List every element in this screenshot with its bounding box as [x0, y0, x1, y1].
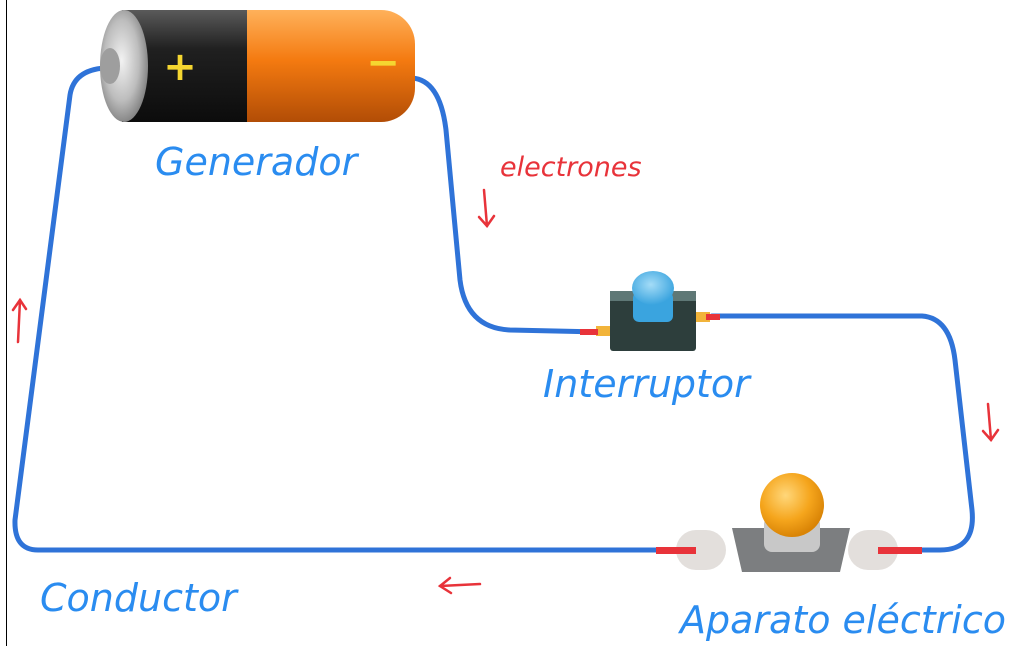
wire-conductor-return [12, 65, 663, 553]
generator-label: Generador [155, 140, 358, 184]
electron-arrow-left [437, 576, 482, 595]
battery: + − [100, 10, 415, 122]
battery-terminal [100, 48, 120, 84]
battery-plus-sign: + [163, 44, 197, 90]
lamp-bulb [760, 473, 824, 537]
switch-contact-right [696, 312, 710, 322]
battery-cap [100, 10, 148, 122]
switch [580, 271, 720, 351]
lamp-pin-left [656, 547, 696, 554]
switch-contact-left [596, 326, 612, 336]
wire-switch-to-device [709, 313, 975, 553]
battery-minus-sign: − [366, 40, 400, 86]
switch-pin-left [580, 329, 598, 335]
device-label: Aparato eléctrico [680, 598, 1006, 642]
electron-arrow-down-1 [477, 188, 496, 229]
electron-arrow-up [11, 297, 28, 344]
conductor-label: Conductor [40, 576, 237, 620]
battery-negative-body [205, 10, 415, 122]
electron-arrow-down-2 [981, 402, 1000, 443]
switch-pin-right [706, 314, 720, 320]
lamp-socket-left [676, 530, 726, 570]
switch-label: Interruptor [543, 362, 750, 406]
lamp-socket-right [848, 530, 898, 570]
switch-button [632, 271, 674, 305]
frame-edge [6, 0, 7, 646]
wire-generator-to-switch [409, 75, 603, 335]
lamp-device [656, 473, 922, 572]
electrons-label: electrones [500, 152, 642, 183]
lamp-pin-right [878, 547, 922, 554]
